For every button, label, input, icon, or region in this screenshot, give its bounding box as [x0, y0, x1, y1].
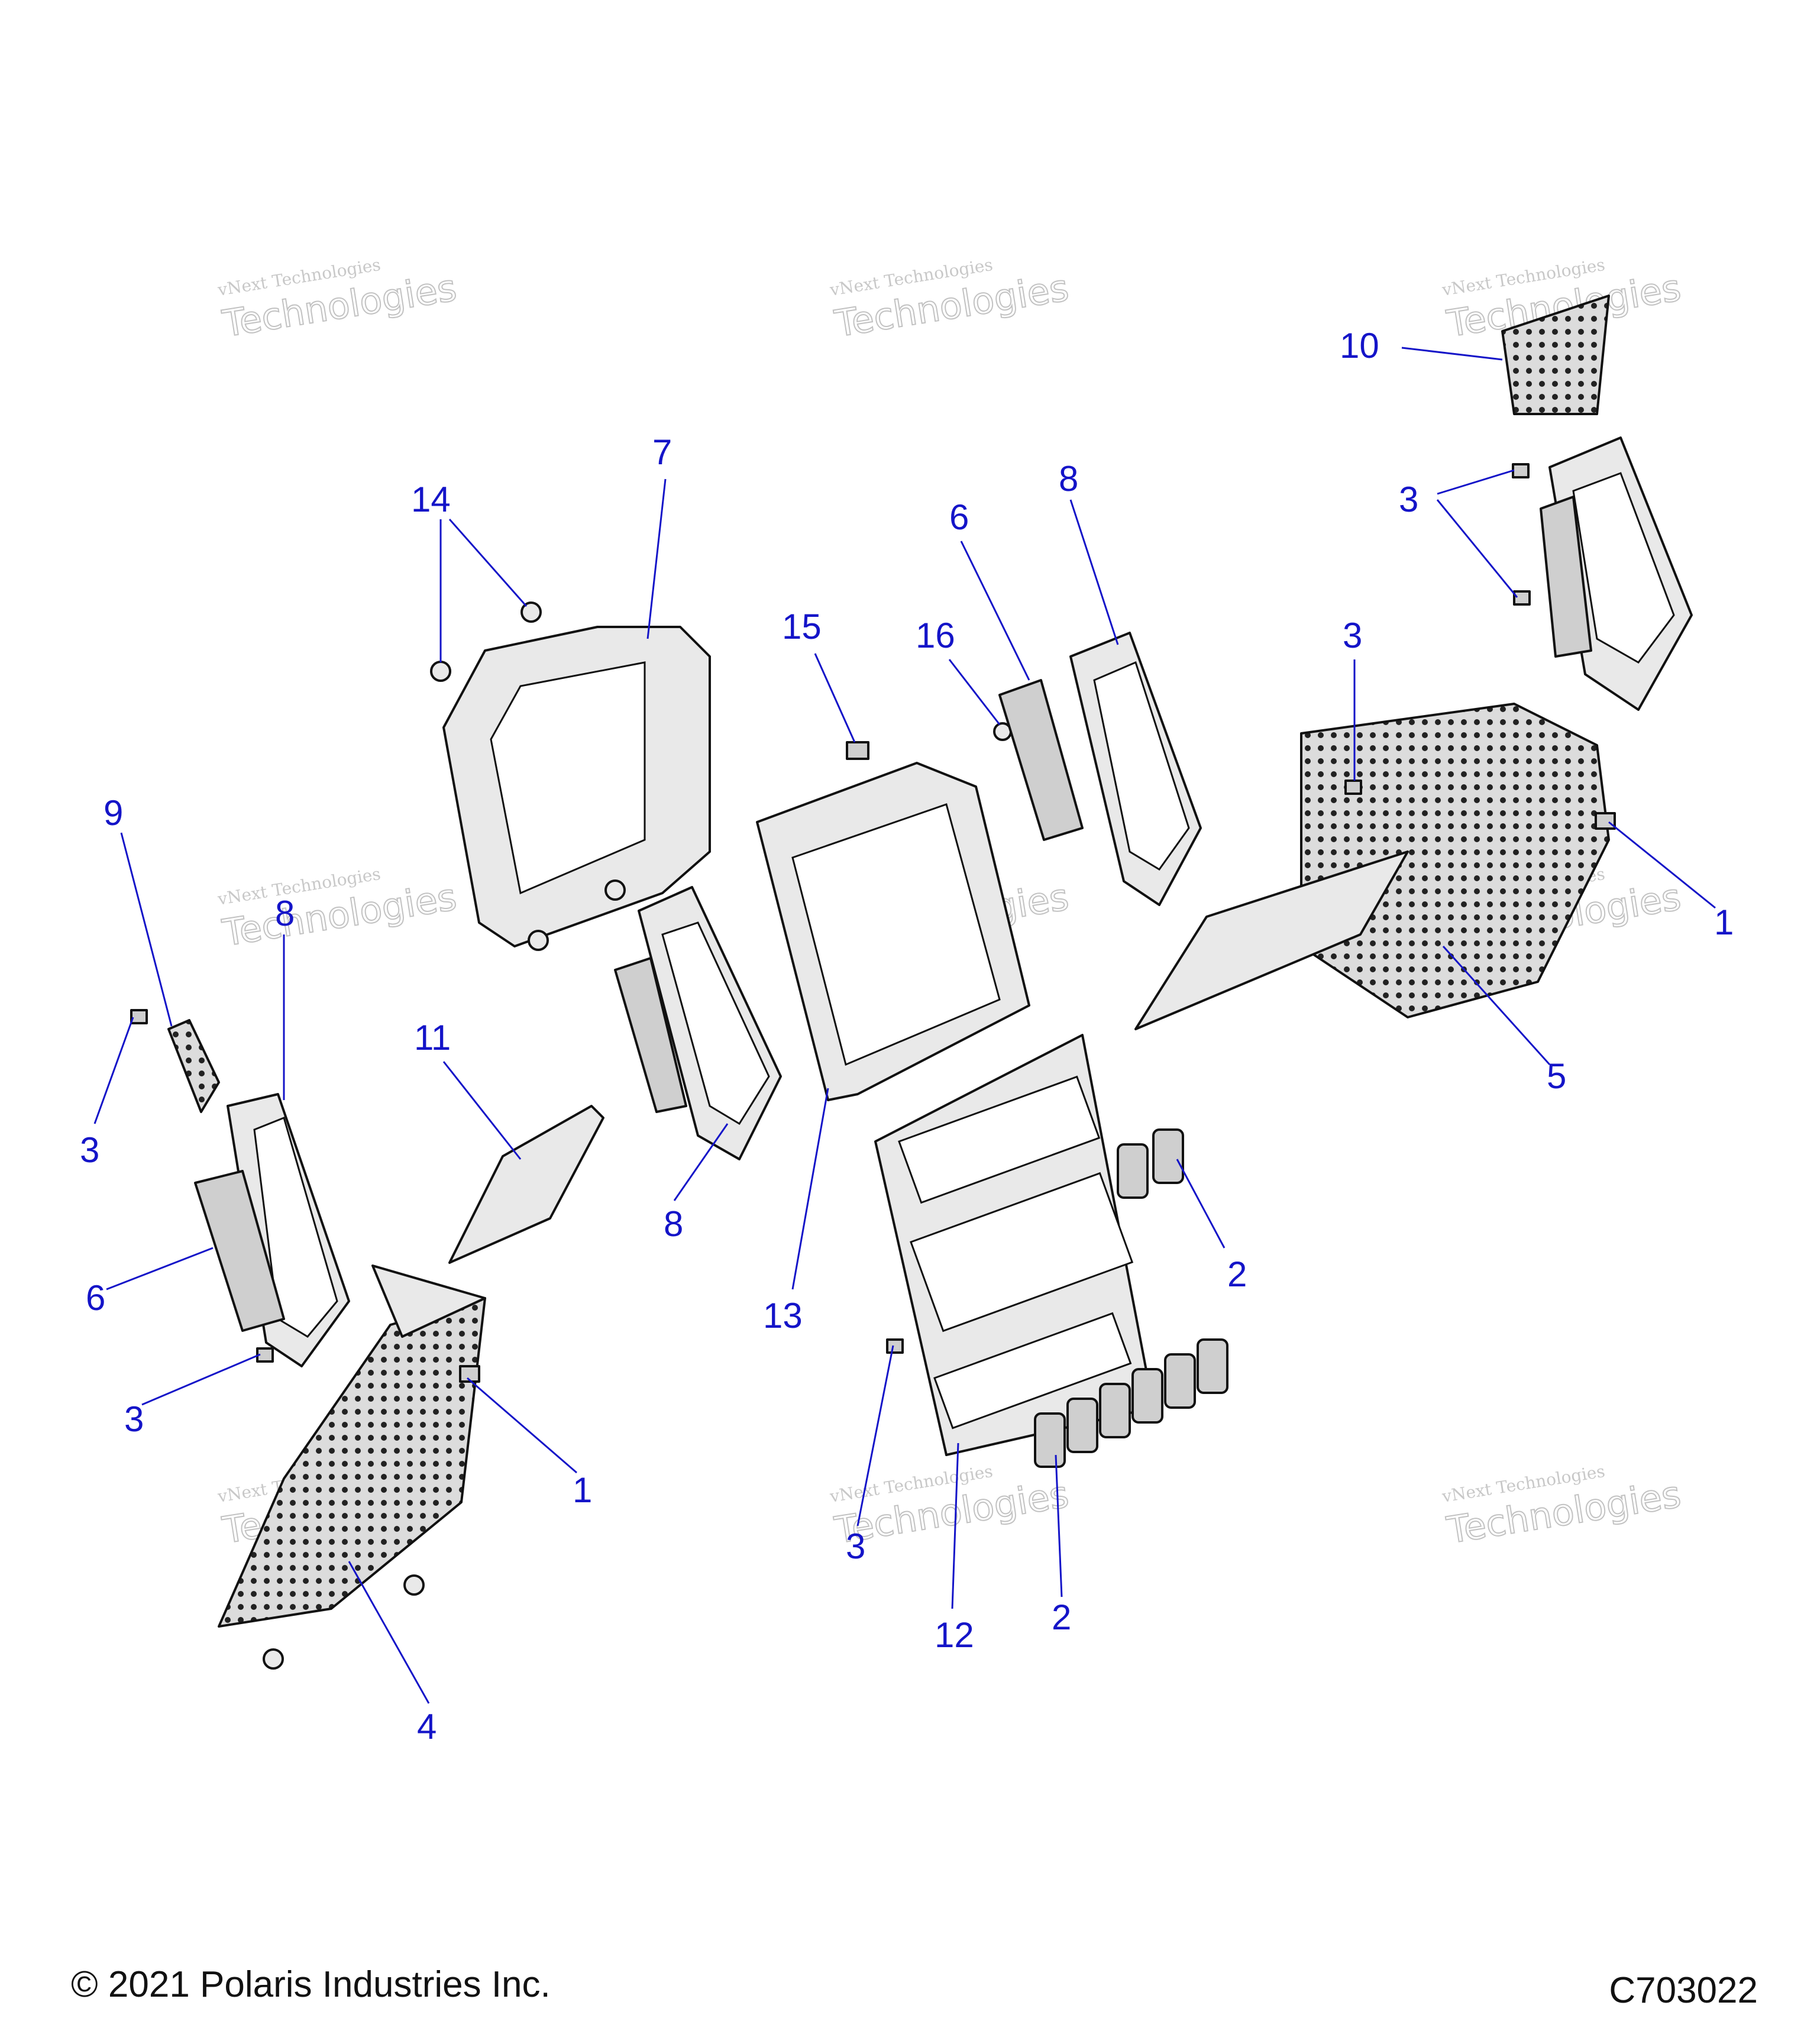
part-1-clip-right — [1595, 812, 1616, 830]
callout-2: 2 — [1052, 1597, 1071, 1637]
callout-1: 1 — [1714, 903, 1734, 942]
part-11-panel — [448, 1105, 604, 1264]
callout-8: 8 — [664, 1204, 683, 1244]
callout-1: 1 — [573, 1470, 592, 1510]
callout-11: 11 — [414, 1018, 451, 1057]
watermark: vNext Technologies Technologies — [216, 255, 460, 346]
callout-2: 2 — [1227, 1254, 1247, 1294]
callout-6: 6 — [949, 497, 969, 537]
callout-12: 12 — [935, 1615, 974, 1655]
watermark: vNext Technologies Technologies — [216, 864, 460, 955]
part-5-mesh-panel — [1134, 703, 1610, 1030]
part-6-vent-center — [998, 679, 1084, 841]
callout-4: 4 — [417, 1707, 437, 1747]
callout-labels: 10 3 7 14 8 6 15 16 3 1 5 9 8 11 3 8 13 … — [80, 326, 1734, 1747]
leader-lines — [93, 347, 1716, 1704]
part-3-clip-group — [130, 463, 1531, 1363]
copyright-text: © 2021 Polaris Industries Inc. — [71, 1964, 551, 2005]
part-6-vent-right-top — [1540, 496, 1592, 658]
callout-5: 5 — [1547, 1056, 1566, 1096]
callout-15: 15 — [782, 607, 822, 646]
part-13-center-frame — [756, 762, 1030, 1101]
callout-10: 10 — [1340, 326, 1379, 366]
callout-14: 14 — [411, 480, 451, 519]
callout-9: 9 — [104, 793, 123, 833]
callout-3: 3 — [846, 1526, 865, 1566]
watermark: vNext Technologies Technologies — [1440, 1461, 1685, 1553]
part-12-switch-plate — [874, 1034, 1155, 1456]
callout-16: 16 — [916, 616, 955, 655]
part-6-vent-left — [194, 1170, 285, 1332]
diagram-code: C703022 — [1609, 1970, 1758, 2011]
part-15-clip — [846, 741, 869, 760]
panel-screw — [263, 1574, 425, 1670]
callout-13: 13 — [763, 1296, 803, 1335]
part-7-display-bracket — [442, 626, 711, 947]
part-8-bezel-center-top — [1069, 632, 1202, 906]
callout-7: 7 — [652, 432, 672, 472]
watermark: vNext Technologies Technologies — [828, 255, 1072, 346]
part-10-grille — [1501, 295, 1610, 415]
callout-6: 6 — [86, 1278, 105, 1318]
callout-8: 8 — [1059, 459, 1078, 499]
callout-3: 3 — [1343, 616, 1362, 655]
callout-3: 3 — [124, 1399, 144, 1439]
part-8-bezel-center-bottom — [614, 886, 782, 1160]
callout-3: 3 — [1399, 480, 1418, 519]
callout-3: 3 — [80, 1130, 99, 1170]
part-4-mesh-panel — [218, 1264, 486, 1628]
part-2-switch-cap-group — [1034, 1128, 1228, 1468]
callout-8: 8 — [275, 894, 295, 933]
part-9-grille — [167, 1019, 220, 1113]
